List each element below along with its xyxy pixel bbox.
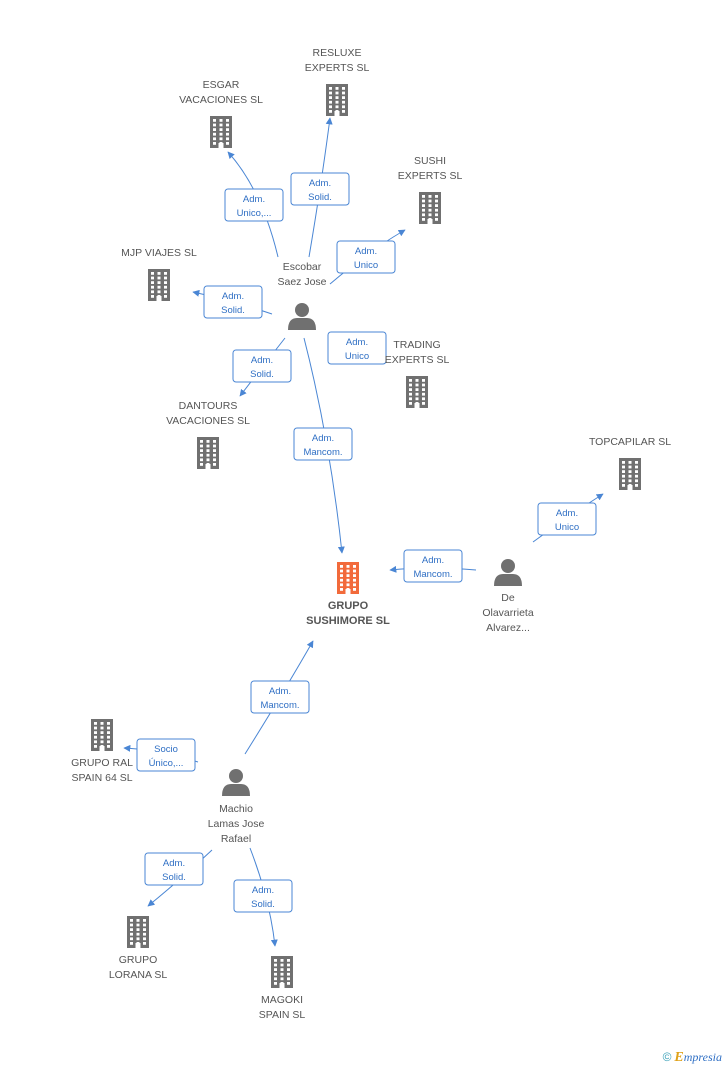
edge-label-text: Adm. <box>163 858 185 869</box>
node-label-machio: Machio <box>219 803 253 815</box>
edges-layer: Adm.Unico,...Adm.Solid.Adm.UnicoAdm.Soli… <box>123 117 604 947</box>
edge-label-box[interactable]: Adm. Unico <box>336 240 396 274</box>
edge-label-text: Adm. <box>312 433 334 444</box>
company-building-icon[interactable] <box>91 719 113 751</box>
node-label-olavarrieta: Alvarez... <box>486 622 530 634</box>
edge-label-text: Mancom. <box>260 700 299 711</box>
edge-label-text: Unico <box>345 351 369 362</box>
edge-label-box[interactable]: Adm. Solid. <box>233 879 293 913</box>
node-label-lorana: GRUPO <box>119 954 158 966</box>
copyright-symbol: © <box>662 1050 672 1064</box>
brand-initial: E <box>674 1050 684 1065</box>
edge-label-text: Unico,... <box>237 208 272 219</box>
node-label-olavarrieta: Olavarrieta <box>482 607 534 619</box>
node-label-esgar: ESGAR <box>203 79 240 91</box>
edge-label-text: Adm. <box>309 178 331 189</box>
edge-label-box[interactable]: Adm. Mancom. <box>403 549 463 583</box>
node-label-grupo_sushimore: SUSHIMORE SL <box>306 615 390 627</box>
edge-label-text: Unico <box>354 260 378 271</box>
edge-label-box[interactable]: Adm. Unico <box>537 502 597 536</box>
node-label-sushi: EXPERTS SL <box>398 170 463 182</box>
edge-label-text: Mancom. <box>303 447 342 458</box>
person-icon[interactable] <box>288 303 316 330</box>
nodes-layer: RESLUXE EXPERTS SL ESGAR VACACIONES SL SUSHI… <box>71 47 671 1021</box>
company-building-icon[interactable] <box>197 437 219 469</box>
node-label-topcapilar: TOPCAPILAR SL <box>589 436 671 448</box>
edge-label-text: Solid. <box>221 305 245 316</box>
node-label-mjp: MJP VIAJES SL <box>121 247 197 259</box>
edge-label-text: Mancom. <box>413 569 452 580</box>
edge-label-text: Adm. <box>243 194 265 205</box>
node-label-resluxe: EXPERTS SL <box>305 62 370 74</box>
node-label-magoki: MAGOKI <box>261 994 303 1006</box>
person-icon[interactable] <box>222 769 250 796</box>
edge-label-box[interactable]: Adm. Mancom. <box>293 427 353 461</box>
edge-label-text: Adm. <box>252 885 274 896</box>
edge-label-text: Solid. <box>251 899 275 910</box>
edge-label-text: Adm. <box>346 337 368 348</box>
edge-label-box[interactable]: SocioÚnico,... <box>136 738 196 772</box>
node-label-resluxe: RESLUXE <box>312 47 361 59</box>
node-label-dantours: VACACIONES SL <box>166 415 250 427</box>
edge-label-text: Socio <box>154 744 178 755</box>
brand-name: mpresia <box>683 1050 722 1064</box>
company-building-icon[interactable] <box>326 84 348 116</box>
edge-label-text: Adm. <box>269 686 291 697</box>
edge-label-text: Adm. <box>222 291 244 302</box>
edge-label-box[interactable]: Adm. Solid. <box>144 852 204 886</box>
company-building-icon[interactable] <box>148 269 170 301</box>
node-label-escobar: Saez Jose <box>277 276 326 288</box>
node-label-grupo_sushimore: GRUPO <box>328 600 369 612</box>
edge-label-text: Adm. <box>355 246 377 257</box>
person-icon[interactable] <box>494 559 522 586</box>
edge-label-text: Solid. <box>162 872 186 883</box>
main-company-building-icon[interactable] <box>337 562 359 594</box>
edge-label-text: Solid. <box>308 192 332 203</box>
node-label-sushi: SUSHI <box>414 155 446 167</box>
edge-label-text: Solid. <box>250 369 274 380</box>
node-label-grupo_ral: GRUPO RAL <box>71 757 133 769</box>
node-label-escobar: Escobar <box>283 261 322 273</box>
edge-label-box[interactable]: Adm. Unico <box>327 331 387 365</box>
company-building-icon[interactable] <box>271 956 293 988</box>
empresia-logo[interactable]: © Empresia <box>663 1050 722 1066</box>
node-label-olavarrieta: De <box>501 592 515 604</box>
node-label-machio: Lamas Jose <box>208 818 265 830</box>
company-building-icon[interactable] <box>419 192 441 224</box>
company-building-icon[interactable] <box>619 458 641 490</box>
edge-label-box[interactable]: Adm. Solid. <box>203 285 263 319</box>
company-building-icon[interactable] <box>210 116 232 148</box>
company-building-icon[interactable] <box>406 376 428 408</box>
company-building-icon[interactable] <box>127 916 149 948</box>
edge-label-text: Único,... <box>149 758 184 769</box>
edge-label-box[interactable]: Adm. Solid. <box>232 349 292 383</box>
edge-label-box[interactable]: Adm. Mancom. <box>250 680 310 714</box>
edge-label-box[interactable]: Adm. Unico,... <box>224 188 284 222</box>
edge-label-text: Adm. <box>422 555 444 566</box>
node-label-grupo_ral: SPAIN 64 SL <box>71 772 132 784</box>
node-label-magoki: SPAIN SL <box>259 1009 306 1021</box>
node-label-trading: EXPERTS SL <box>385 354 450 366</box>
edge-label-text: Adm. <box>251 355 273 366</box>
node-label-esgar: VACACIONES SL <box>179 94 263 106</box>
edge-label-text: Adm. <box>556 508 578 519</box>
node-label-lorana: LORANA SL <box>109 969 168 981</box>
edge-label-box[interactable]: Adm. Solid. <box>290 172 350 206</box>
node-label-dantours: DANTOURS <box>179 400 238 412</box>
edge-label-text: Unico <box>555 522 579 533</box>
node-label-trading: TRADING <box>393 339 440 351</box>
node-label-machio: Rafael <box>221 833 251 845</box>
